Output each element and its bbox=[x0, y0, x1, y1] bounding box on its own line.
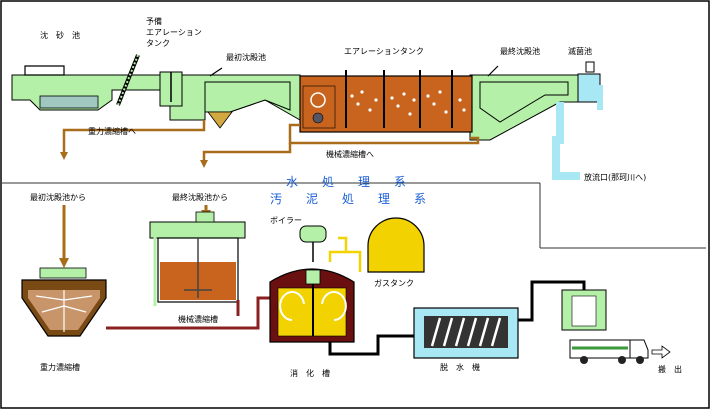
title-sludge-treatment: 汚 泥 処 理 系 bbox=[270, 192, 432, 206]
boiler bbox=[299, 225, 327, 243]
to-mech-pipe bbox=[202, 143, 292, 162]
label-pre-aeration-1: 予備 bbox=[146, 16, 162, 26]
label-carry-out: 搬 出 bbox=[658, 364, 682, 374]
disinfection-tank bbox=[577, 73, 601, 103]
label-digester: 消 化 槽 bbox=[290, 368, 330, 378]
label-mech-thickener: 機械濃縮槽 bbox=[178, 314, 218, 324]
truck-cab bbox=[629, 339, 649, 359]
blower bbox=[312, 112, 324, 124]
digester-circulation bbox=[279, 291, 347, 321]
mech-thickener-top bbox=[149, 221, 246, 239]
primary-sludge-hopper bbox=[207, 111, 233, 129]
scraper-arm-1 bbox=[209, 67, 223, 77]
digester-mixer-motor bbox=[305, 269, 321, 285]
sludge-pipe-to-digester bbox=[106, 296, 272, 330]
surface-aerator bbox=[310, 92, 326, 108]
digested-sludge-pipe bbox=[328, 334, 414, 356]
mech-thickener-motor bbox=[195, 211, 215, 223]
label-boiler: ボイラー bbox=[270, 216, 302, 225]
cake-hopper-window bbox=[571, 295, 597, 327]
final-settling-tank bbox=[479, 81, 569, 123]
title-water-treatment: 水 処 理 系 bbox=[286, 175, 412, 189]
chlorinator bbox=[585, 61, 595, 73]
to-mech-arrow bbox=[200, 160, 208, 168]
truck-wheel-3 bbox=[636, 356, 644, 364]
label-to-mech-thickener: 機械濃縮槽へ bbox=[326, 149, 374, 159]
gravity-thickener-rakes bbox=[35, 290, 93, 332]
scraper-arm-2 bbox=[487, 65, 499, 77]
to-gravity-pipe bbox=[62, 120, 206, 155]
return-sludge-pipe bbox=[288, 123, 480, 145]
dewatering-screw bbox=[430, 317, 502, 347]
feed-arrow-primary bbox=[59, 258, 69, 268]
label-primary-settling: 最初沈殿池 bbox=[226, 52, 266, 62]
air-bubbles bbox=[350, 90, 466, 116]
gas-pipe-b bbox=[328, 250, 346, 262]
label-pre-aeration-3: タンク bbox=[146, 39, 170, 48]
label-gas-tank: ガスタンク bbox=[374, 278, 414, 288]
truck-wheel-2 bbox=[618, 356, 626, 364]
label-final-settling: 最終沈殿池 bbox=[500, 46, 540, 56]
gas-tank bbox=[367, 217, 425, 273]
label-aeration-tank: エアレーションタンク bbox=[344, 47, 424, 56]
label-from-final: 最終沈殿池から bbox=[172, 192, 228, 202]
label-dewatering: 脱 水 機 bbox=[440, 362, 480, 372]
gravity-thickener-top bbox=[39, 267, 87, 279]
grit-chamber-bottom bbox=[39, 95, 99, 109]
label-grit-chamber: 沈 砂 池 bbox=[40, 30, 80, 40]
primary-settling-tank bbox=[204, 81, 291, 113]
label-gravity-thickener: 重力濃縮槽 bbox=[40, 362, 80, 372]
label-to-gravity-thickener: 重力濃縮槽へ bbox=[88, 126, 136, 136]
bar-screen-inner bbox=[117, 54, 139, 106]
cake-conveyor bbox=[518, 280, 586, 322]
label-disinfection: 滅菌池 bbox=[568, 46, 592, 56]
to-gravity-arrow bbox=[60, 152, 68, 160]
label-pre-aeration-2: エアレーション bbox=[146, 28, 202, 37]
label-from-primary: 最初沈殿池から bbox=[30, 192, 86, 202]
label-discharge: 放流口(那珂川へ) bbox=[584, 172, 646, 182]
truck-wheel-1 bbox=[580, 356, 588, 364]
carry-out-arrow bbox=[651, 345, 671, 359]
grit-chamber-top bbox=[24, 65, 65, 76]
effluent-pipe bbox=[552, 102, 580, 180]
